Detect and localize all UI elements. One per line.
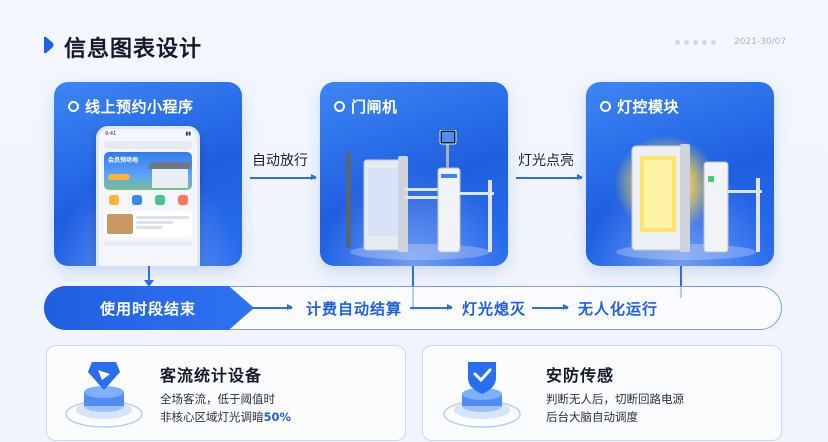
- phone-list-item: [104, 211, 192, 237]
- card-title: 灯控模块: [617, 98, 680, 116]
- arrow-down-icon: [144, 280, 154, 287]
- arrow-step-0: [242, 304, 293, 310]
- phone-icon-row: [102, 195, 194, 205]
- card-online-booking: 线上预约小程序 9:41▮▮ 会员预场地: [54, 82, 242, 266]
- info-text-line: 全场客流，低于阈值时: [160, 392, 275, 406]
- card-title: 门闸机: [351, 98, 398, 116]
- arrow-step-1: [410, 304, 453, 310]
- phone-banner-button: [108, 174, 130, 180]
- info-text-line: 后台大脑自动调度: [546, 410, 638, 424]
- info-text-security: 判断无人后，切断回路电源 后台大脑自动调度: [546, 390, 684, 426]
- arrow-card2-to-card3: [516, 174, 583, 180]
- dim-percentage: 50%: [263, 410, 292, 424]
- arrow-step-2: [532, 304, 569, 310]
- phone-status-time: 9:41: [105, 131, 117, 137]
- connector-label-lights-on: 灯光点亮: [518, 153, 574, 169]
- process-step-unmanned: 无人化运行: [578, 300, 659, 318]
- turnstile-gate-icon: [346, 130, 494, 260]
- title-marker-icon: [44, 36, 54, 54]
- connector-card1-down: [148, 266, 150, 284]
- phone-search-bar: [104, 141, 192, 149]
- card-title: 线上预约小程序: [85, 98, 194, 116]
- bullet-ring-icon: [68, 101, 79, 112]
- people-counter-device-icon: [65, 362, 143, 428]
- card-gate-machine: 门闸机: [320, 82, 508, 266]
- bullet-ring-icon: [600, 101, 611, 112]
- info-text-line: 判断无人后，切断回路电源: [546, 392, 684, 406]
- connector-card3-down: [680, 266, 682, 298]
- connector-label-auto-release: 自动放行: [252, 153, 308, 169]
- info-title-security: 安防传感: [546, 366, 615, 385]
- venue-building-icon: [152, 168, 188, 188]
- info-title-traffic: 客流统计设备: [160, 366, 263, 385]
- info-text-line: 非核心区域灯光调暗: [160, 410, 264, 424]
- arrow-card1-to-card2: [250, 174, 317, 180]
- phone-banner-title: 会员预场地: [108, 157, 139, 164]
- phone-banner: 会员预场地: [104, 152, 192, 190]
- process-step-lights-off: 灯光熄灭: [462, 300, 527, 318]
- process-step-billing: 计费自动结算: [306, 300, 403, 318]
- page-title: 信息图表设计: [64, 37, 203, 62]
- process-start-label: 使用时段结束: [100, 300, 197, 318]
- date-label: 2021-30/07: [734, 37, 787, 47]
- process-start-badge: [44, 286, 254, 330]
- security-shield-icon: [443, 362, 521, 428]
- card-light-control: 灯控模块: [586, 82, 774, 266]
- bullet-ring-icon: [334, 101, 345, 112]
- decorative-dots: [675, 40, 716, 45]
- phone-mockup: 9:41▮▮ 会员预场地: [96, 126, 200, 266]
- info-text-traffic: 全场客流，低于阈值时 非核心区域灯光调暗50%: [160, 390, 291, 426]
- lit-gate-icon: [614, 136, 762, 260]
